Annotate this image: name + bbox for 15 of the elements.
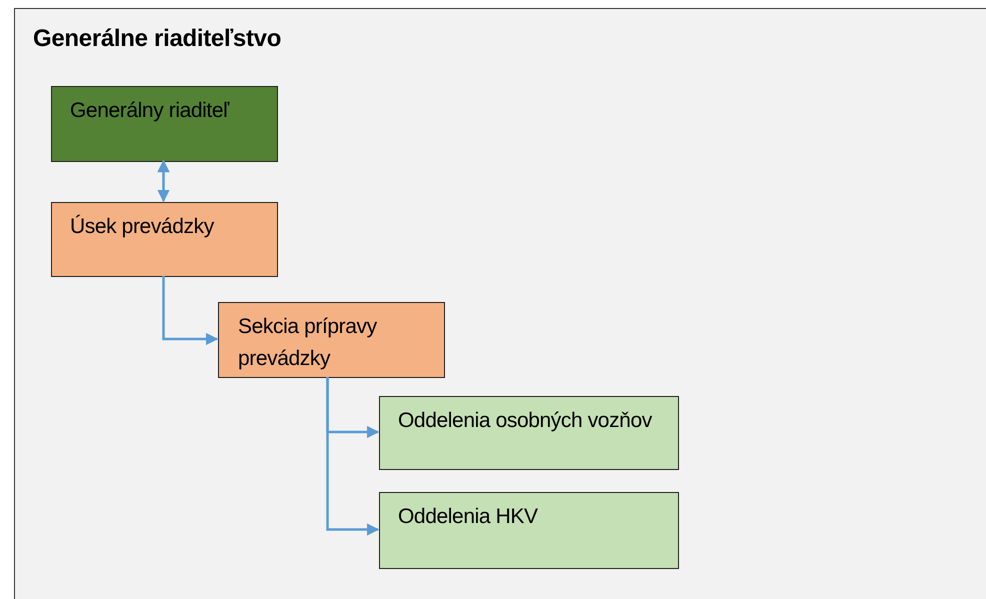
- unit-name: Úsek prevádzky: [69, 214, 215, 240]
- connector-arrow: [157, 160, 170, 202]
- unit-name: Oddelenia HKV: [397, 504, 539, 530]
- group-panel: [14, 8, 986, 599]
- org-unit-box: [379, 396, 679, 470]
- connector-arrow: [326, 377, 380, 536]
- unit-name: Oddelenia osobných vozňov: [397, 408, 653, 434]
- org-unit-box: [51, 86, 278, 162]
- org-unit-box: [379, 492, 679, 569]
- unit-name: Sekcia prípravy prevádzky: [237, 314, 378, 372]
- connector-arrow: [162, 276, 218, 346]
- unit-name: Generálny riaditeľ: [69, 98, 230, 124]
- org-unit-box: [51, 202, 278, 277]
- org-unit-box: [218, 302, 445, 378]
- panel-heading: Generálne riaditeľstvo: [33, 25, 282, 53]
